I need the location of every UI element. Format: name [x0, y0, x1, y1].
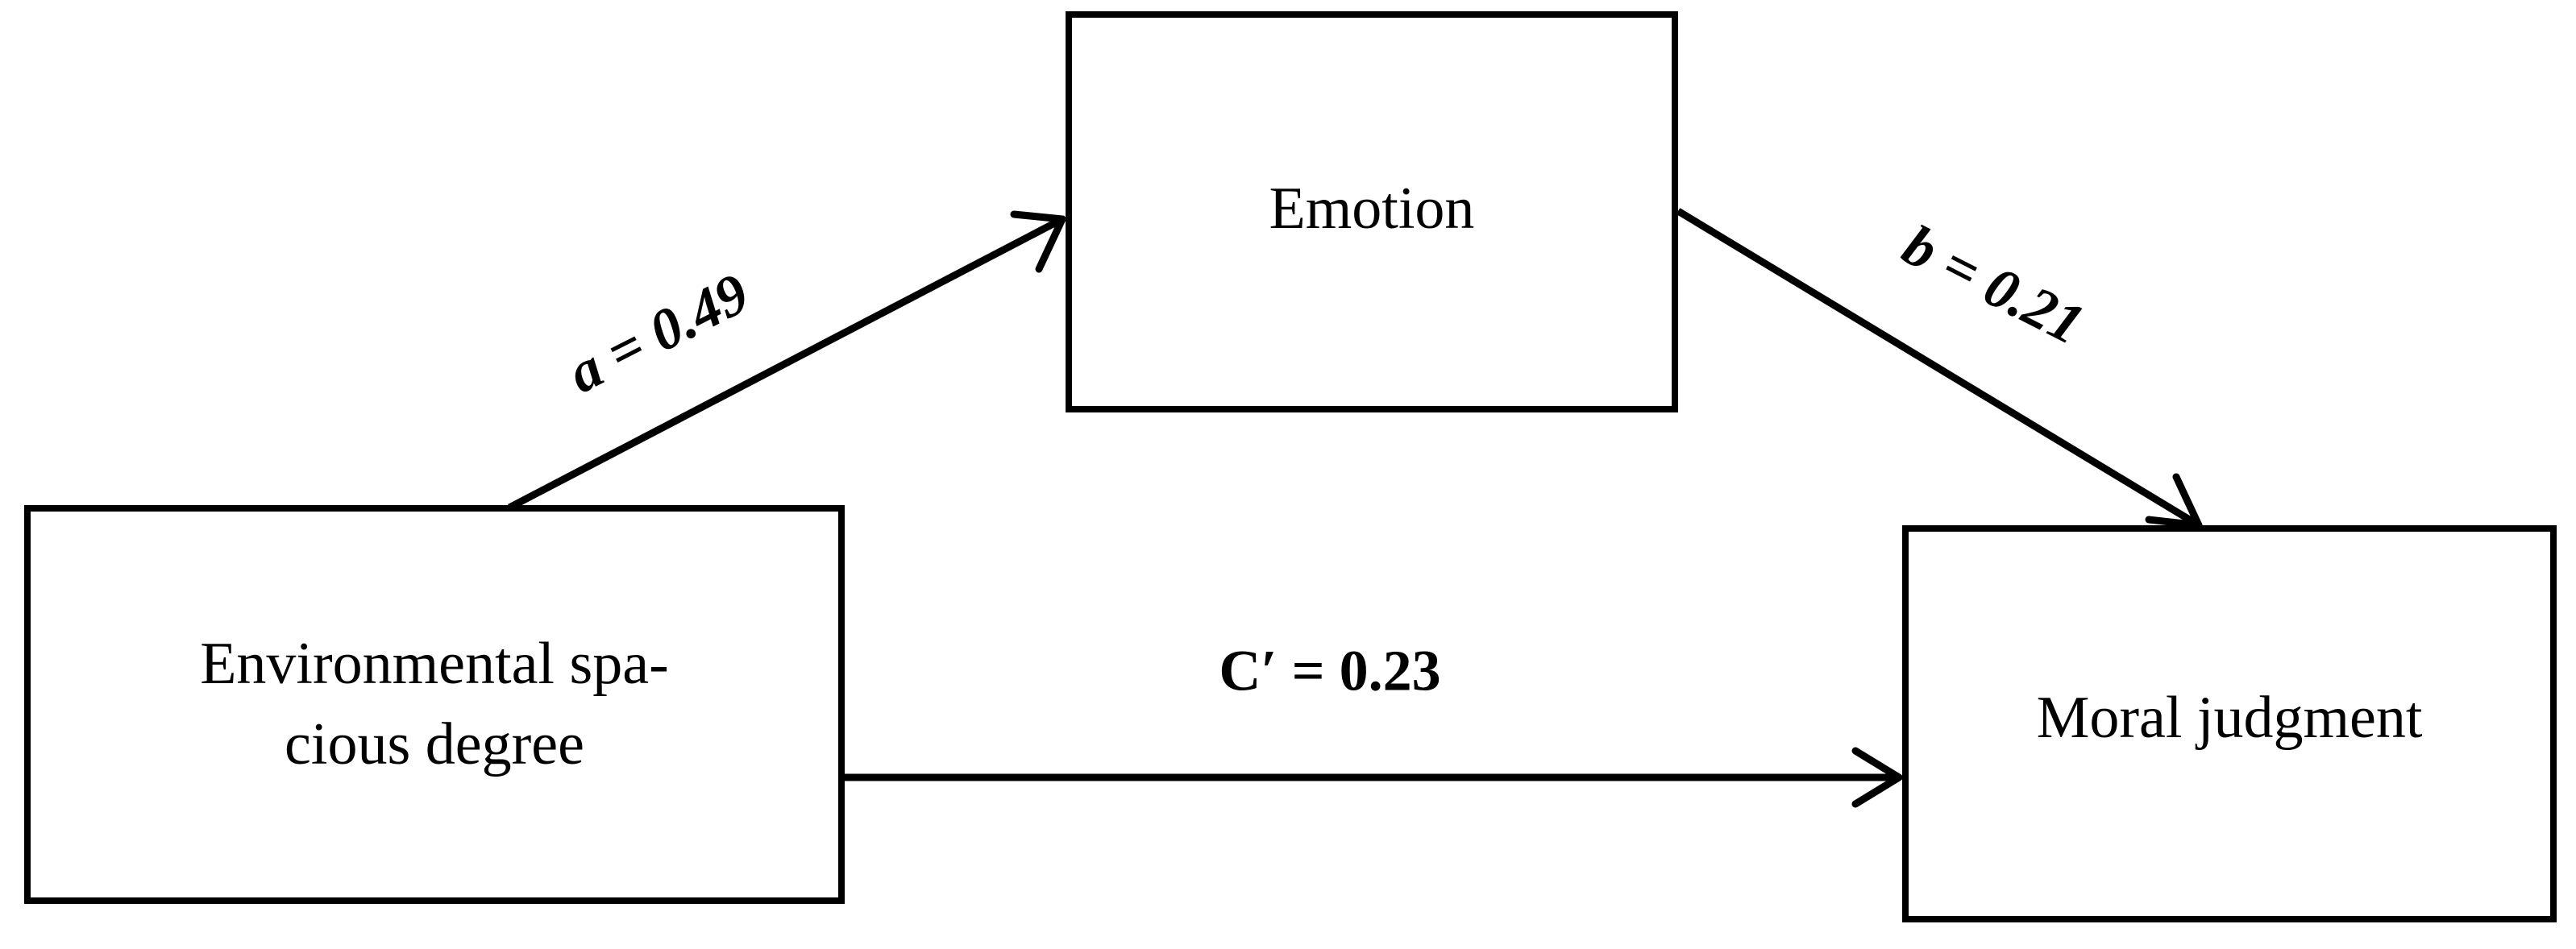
path-a-group [507, 210, 1066, 511]
path-a-coefficient-label: a = 0.49 [558, 260, 758, 405]
node-emotion-box [1066, 11, 1678, 412]
node-environmental-spacious-degree-label-line-2: cious degree [285, 711, 584, 777]
path-a-arrowhead-barb-upper [1010, 210, 1066, 223]
path-b-arrowhead-barb-upper [2172, 473, 2203, 529]
path-a-line [507, 216, 1065, 511]
node-environmental-spacious-degree-label-line-1: Environmental spa- [200, 631, 669, 697]
path-b-line [1676, 208, 2201, 528]
node-emotion-label: Emotion [1269, 176, 1475, 242]
path-b-group [1676, 208, 2203, 529]
path-b-arrowhead-barb-lower [2145, 516, 2203, 529]
path-c-prime-arrowhead-barb-upper [1851, 747, 1903, 781]
path-b-coefficient-label: b = 0.21 [1893, 212, 2094, 357]
path-c-prime-group [843, 747, 1903, 808]
node-environmental-spacious-degree-box [24, 505, 845, 904]
path-a-arrowhead-barb-lower [1035, 215, 1066, 273]
node-moral-judgment-box [1902, 525, 2557, 922]
path-c-prime-coefficient-label: C′ = 0.23 [1219, 639, 1440, 703]
path-c-prime-arrowhead-barb-lower [1851, 773, 1903, 808]
node-emotion[interactable]: Emotion [1066, 11, 1678, 412]
node-moral-judgment[interactable]: Moral judgment [1902, 525, 2557, 922]
node-environmental-spacious-degree[interactable]: Environmental spa- cious degree [24, 505, 845, 904]
node-moral-judgment-label: Moral judgment [2037, 685, 2423, 751]
